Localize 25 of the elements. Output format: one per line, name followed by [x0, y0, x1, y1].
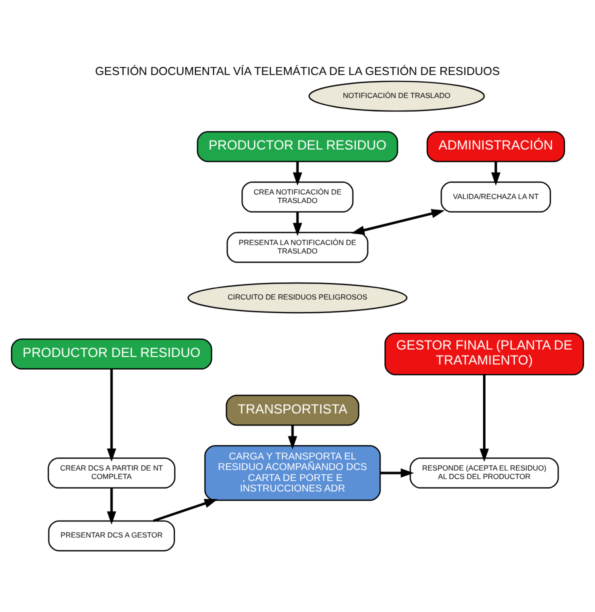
node-box: ADMINISTRACIÓN: [426, 130, 566, 162]
node-box: CREAR DCS A PARTIR DE NT COMPLETA: [48, 457, 176, 488]
node-ellipse: CIRCUITO DE RESIDUOS PELIGROSOS: [188, 282, 408, 313]
arrow: [288, 424, 298, 449]
arrow: [480, 374, 489, 462]
arrow: [491, 161, 500, 186]
arrow: [380, 468, 414, 478]
arrow: [153, 498, 218, 522]
node-box: CARGA Y TRANSPORTA EL RESIDUO ACOMPAÑANDO DCS , CARTA DE PORTE E INSTRUCCIONES ADR: [204, 444, 381, 500]
node-box: PRESENTAR DCS A GESTOR: [48, 520, 175, 551]
node-box: CREA NOTIFICACIÓN DE TRASLADO: [242, 181, 354, 212]
arrow: [106, 488, 116, 524]
node-box: PRODUCTOR DEL RESIDUO: [196, 130, 398, 162]
arrow: [351, 208, 445, 234]
node-box: PRESENTA LA NOTIFICACIÓN DE TRASLADO: [226, 231, 368, 262]
node-box: GESTOR FINAL (PLANTA DE TRATAMIENTO): [384, 332, 584, 375]
node-ellipse: NOTIFICACIÓN DE TRASLADO: [308, 80, 485, 112]
diagram-title: GESTIÓN DOCUMENTAL VÍA TELEMÁTICA DE LA GESTIÓN DE RESIDUOS: [95, 65, 500, 78]
arrow: [292, 211, 302, 236]
node-box: TRANSPORTISTA: [226, 394, 360, 426]
node-box: RESPONDE (ACEPTA EL RESIDUO) AL DCS DEL PRODUCTOR: [410, 457, 559, 488]
node-box: VALIDA/RECHAZA LA NT: [440, 181, 551, 212]
node-box: PRODUCTOR DEL RESIDUO: [10, 338, 212, 369]
arrow: [292, 161, 302, 186]
arrow: [106, 368, 116, 462]
